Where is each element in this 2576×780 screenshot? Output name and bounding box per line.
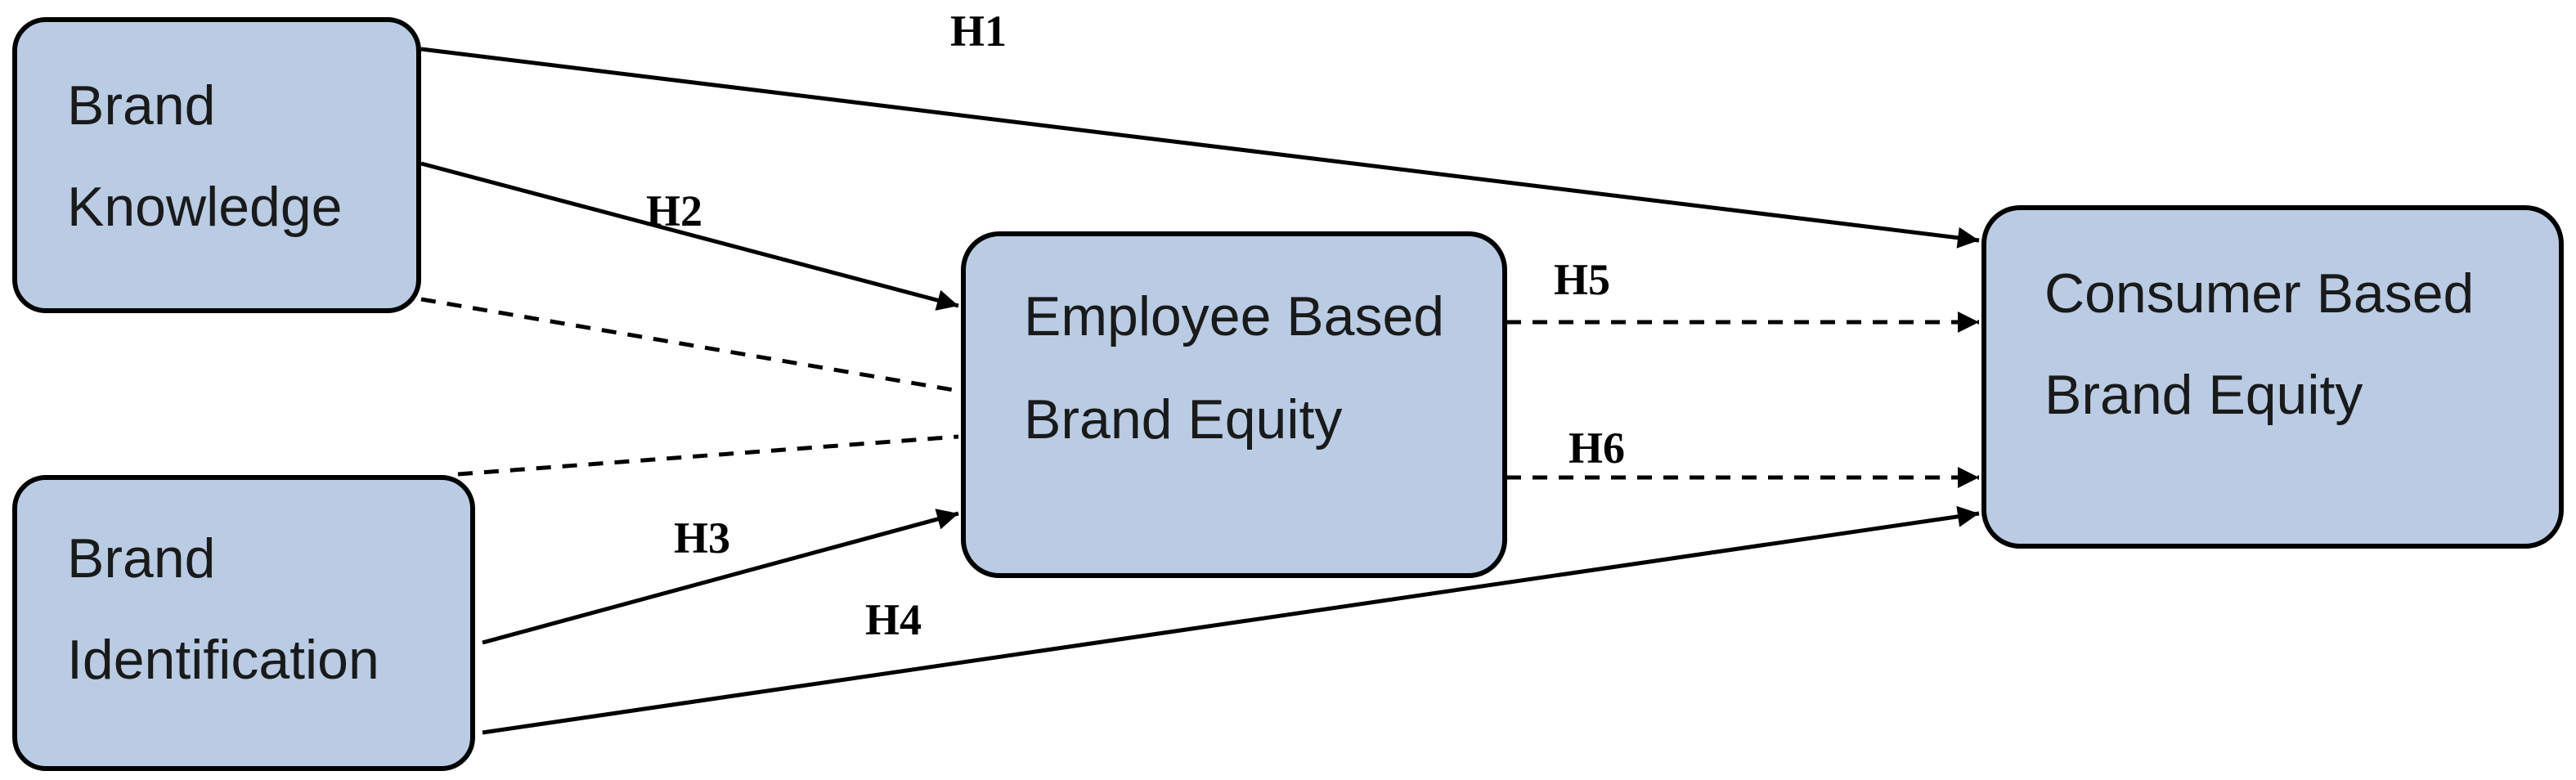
hypothesis-labels: H1 H2 H3 H4 H5 H6 bbox=[646, 7, 1625, 644]
edge-dashed-identification bbox=[457, 434, 959, 477]
box-employee-based-brand-equity bbox=[961, 231, 1507, 578]
label-employee-based-line1: Employee Based bbox=[1024, 285, 1444, 347]
label-brand-knowledge-line2: Knowledge bbox=[67, 176, 342, 238]
edge-h3 bbox=[482, 509, 959, 645]
label-brand-identification-line1: Brand bbox=[67, 527, 215, 589]
node-employee-based-brand-equity: Employee Based Brand Equity bbox=[961, 231, 1507, 578]
label-brand-knowledge-line1: Brand bbox=[67, 74, 215, 137]
label-consumer-based-line2: Brand Equity bbox=[2044, 364, 2363, 426]
label-h4: H4 bbox=[865, 595, 922, 644]
edge-h1 bbox=[420, 47, 1980, 249]
label-h6: H6 bbox=[1568, 424, 1625, 473]
edge-h2 bbox=[420, 161, 959, 311]
label-employee-based-line2: Brand Equity bbox=[1024, 388, 1342, 451]
edge-dashed-knowledge bbox=[420, 297, 959, 393]
node-brand-identification: Brand Identification bbox=[12, 475, 475, 771]
box-brand-identification bbox=[12, 475, 475, 771]
node-brand-knowledge: Brand Knowledge bbox=[12, 17, 421, 313]
label-h2: H2 bbox=[646, 186, 702, 235]
box-consumer-based-brand-equity bbox=[1981, 205, 2564, 549]
label-consumer-based-line1: Consumer Based bbox=[2044, 262, 2474, 325]
edge-h4 bbox=[482, 505, 1980, 735]
label-brand-identification-line2: Identification bbox=[67, 629, 379, 691]
box-brand-knowledge bbox=[12, 17, 421, 313]
label-h5: H5 bbox=[1554, 255, 1610, 304]
label-h3: H3 bbox=[674, 513, 730, 563]
connectors bbox=[420, 47, 1980, 735]
node-consumer-based-brand-equity: Consumer Based Brand Equity bbox=[1981, 205, 2564, 549]
label-h1: H1 bbox=[950, 7, 1007, 56]
